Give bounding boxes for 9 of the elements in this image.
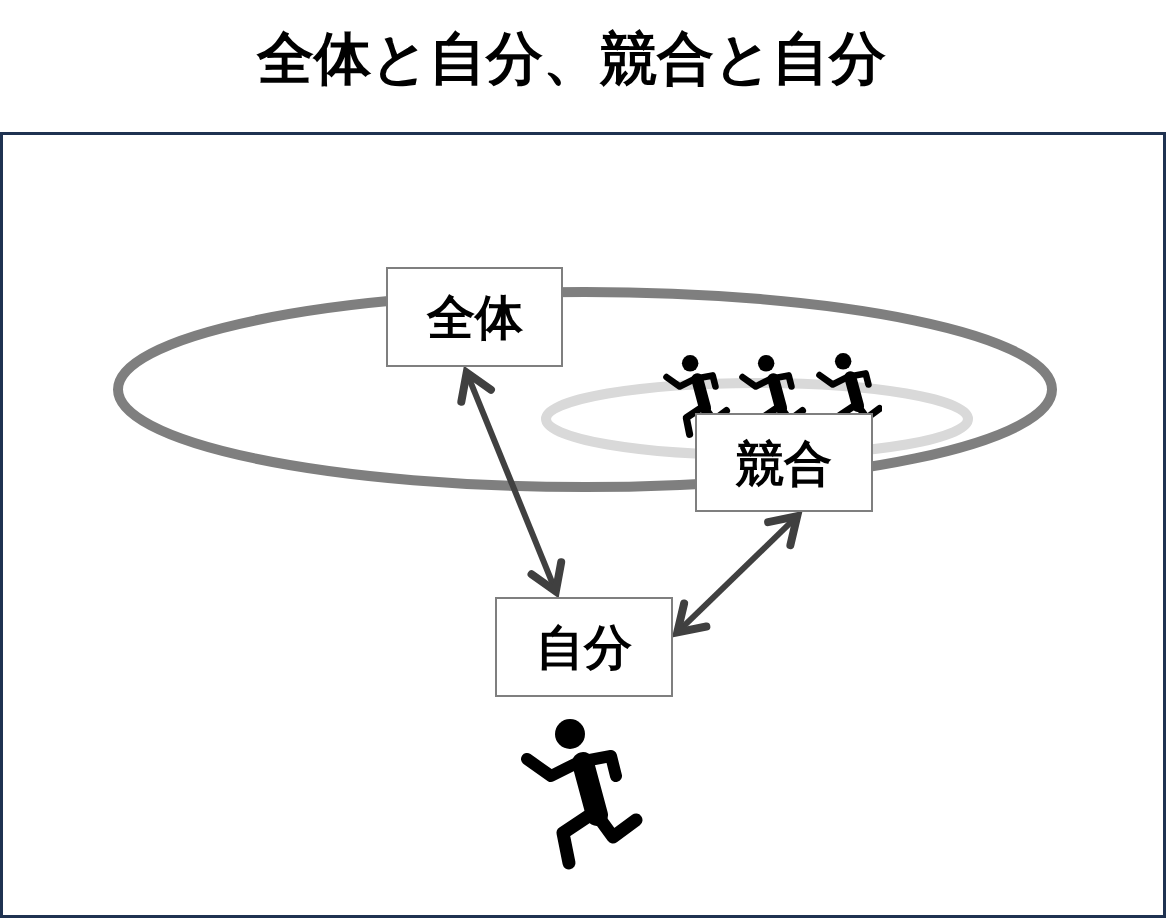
node-label: 自分	[536, 623, 632, 671]
node-label: 全体	[426, 293, 523, 341]
double-arrow	[673, 512, 802, 637]
label-box	[695, 413, 873, 512]
node-label: 競合	[736, 438, 832, 487]
diagram-title: 全体と自分、競合と自分	[257, 26, 886, 92]
label-box	[386, 267, 563, 367]
label-box	[495, 597, 673, 697]
double-arrow	[457, 368, 566, 596]
